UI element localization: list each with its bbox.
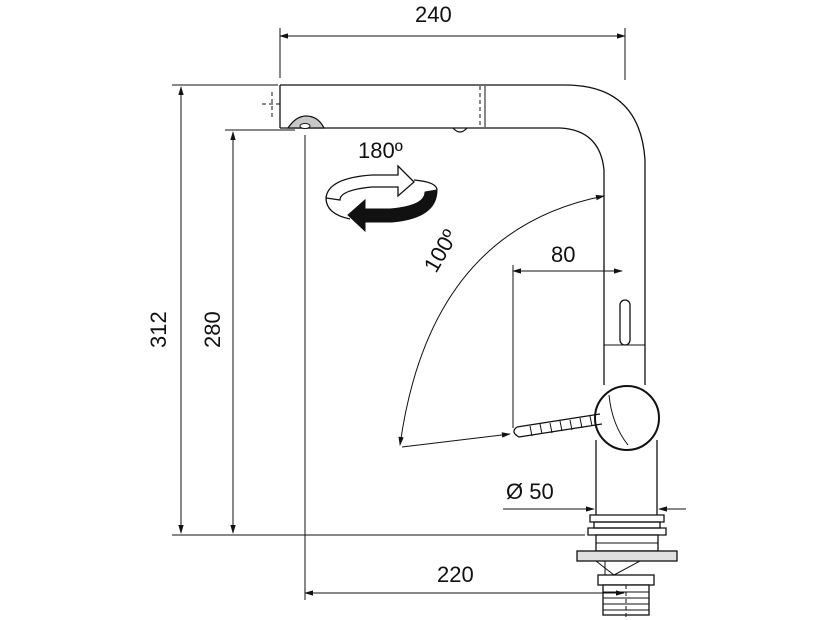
dimension-reach: 220 <box>437 562 474 587</box>
dimension-spout-height: 280 <box>200 311 225 348</box>
dimension-lever-offset: 80 <box>551 242 575 267</box>
rotation-arrow-icon <box>325 164 438 233</box>
dimension-lever-angle: 100º <box>419 225 463 276</box>
dimension-overall-width: 240 <box>415 2 452 27</box>
dimension-lines <box>172 28 686 600</box>
dimension-total-height: 312 <box>146 311 171 348</box>
dimension-rotation-angle: 180º <box>358 138 403 163</box>
faucet-body <box>262 84 678 620</box>
dimension-base-diameter: Ø 50 <box>506 479 554 504</box>
